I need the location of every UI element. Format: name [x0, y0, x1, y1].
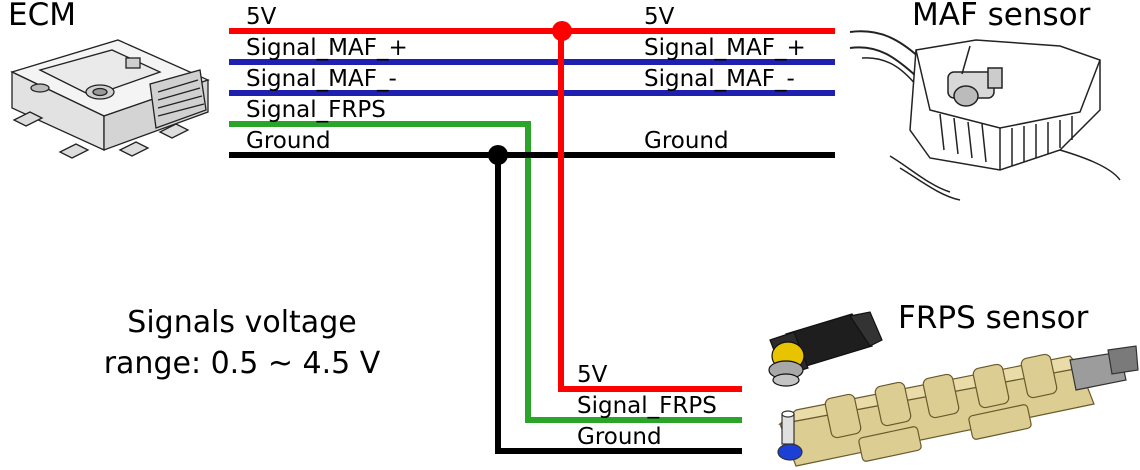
voltage-range-note-line1: Signals voltage — [127, 305, 357, 340]
ecm-wire-label-signal-maf-minus: Signal_MAF_- — [246, 66, 397, 92]
maf-wire-label-signal-maf-plus: Signal_MAF_+ — [644, 35, 806, 61]
wire-ground-frps-branch — [495, 155, 742, 454]
voltage-range-note: Signals voltage range: 0.5 ~ 4.5 V — [82, 303, 402, 384]
maf-sensor-icon — [849, 30, 1121, 201]
ecm-wire-label-signal-maf-plus: Signal_MAF_+ — [246, 35, 408, 61]
frps-wire-label-5v: 5V — [577, 362, 608, 388]
maf-wire-label-ground: Ground — [644, 128, 729, 154]
frps-wire-label-signal-frps: Signal_FRPS — [577, 393, 717, 419]
frps-sensor-label: FRPS sensor — [898, 300, 1089, 336]
maf-wire-label-signal-maf-minus: Signal_MAF_- — [644, 66, 795, 92]
junction-5v — [552, 21, 572, 41]
ecm-wire-label-signal-frps: Signal_FRPS — [246, 97, 386, 123]
junction-ground — [488, 145, 508, 165]
ecm-wire-label-ground: Ground — [246, 128, 331, 154]
voltage-range-note-line2: range: 0.5 ~ 4.5 V — [103, 345, 381, 381]
maf-wire-label-5v: 5V — [644, 4, 675, 30]
ecm-label: ECM — [8, 0, 76, 33]
maf-sensor-label: MAF sensor — [912, 0, 1091, 33]
frps-wire-label-ground: Ground — [577, 424, 662, 450]
wire-signal-frps — [229, 121, 742, 423]
fuel-rail-pressure-sensor-icon — [768, 311, 1139, 467]
wire-5v-frps-branch — [558, 31, 742, 392]
ecm-module-icon — [10, 39, 210, 159]
ecm-wire-label-5v: 5V — [246, 4, 277, 30]
